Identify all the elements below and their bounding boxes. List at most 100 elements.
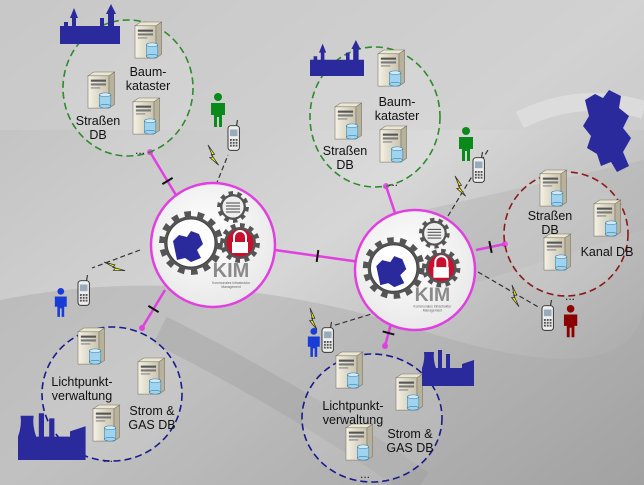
link-tick <box>147 305 160 313</box>
more-dots: ... <box>360 467 370 481</box>
lightning-bolt-icon <box>454 175 466 197</box>
mobile-phone-icon <box>472 151 485 183</box>
server-icon <box>132 97 161 135</box>
kim-title: KIM <box>213 260 250 282</box>
database-icon <box>407 394 420 411</box>
server-icon <box>77 327 106 365</box>
lock-icon <box>233 230 247 242</box>
database-icon <box>347 372 360 389</box>
server-icon <box>543 233 572 271</box>
database-icon <box>149 378 162 395</box>
server-icon <box>92 404 121 442</box>
kim-subtitle: Kommunales Infrastruktur <box>414 305 453 309</box>
link-tick <box>382 330 395 336</box>
database-icon <box>389 70 402 87</box>
lock-icon <box>232 242 248 253</box>
castle-icon <box>60 4 120 44</box>
wireless-link <box>91 249 141 269</box>
link-tick <box>315 249 320 263</box>
decorative-icons <box>18 4 631 460</box>
server-icon <box>134 21 163 59</box>
label-strassen-db: Straßen <box>323 144 368 158</box>
lock-icon <box>433 267 449 278</box>
person-icon <box>307 328 320 357</box>
link-endpoint <box>382 343 388 349</box>
database-icon <box>89 348 102 365</box>
server-icon <box>395 373 424 411</box>
server-icon <box>379 125 408 163</box>
database-icon <box>391 146 404 163</box>
kim-subtitle: Management <box>423 309 442 313</box>
factory-icon <box>18 413 86 460</box>
database-icon <box>146 42 159 59</box>
region-map-icon <box>173 231 203 262</box>
kim-subtitle: Management <box>221 285 240 289</box>
link-tick <box>488 240 493 254</box>
database-icon <box>605 220 618 237</box>
database-icon <box>357 444 370 461</box>
link-endpoint <box>502 241 508 247</box>
person-icon <box>211 93 225 127</box>
more-dots: ... <box>135 143 145 157</box>
more-dots: ... <box>565 289 575 303</box>
mobile-phone-icon <box>541 299 554 331</box>
label-kanal-db: Kanal DB <box>581 245 634 259</box>
label-strassen-db: Straßen <box>528 209 573 223</box>
server-icon <box>539 169 568 207</box>
label-strom-gas-db: GAS DB <box>128 418 175 432</box>
database-icon <box>555 254 568 271</box>
lightning-bolt-icon <box>207 144 219 166</box>
mobile-phone-icon <box>227 119 240 151</box>
kim-title: KIM <box>415 284 451 306</box>
database-icon <box>99 92 112 109</box>
label-baumkataster: kataster <box>126 79 170 93</box>
castle-icon <box>310 40 364 76</box>
label-strom-gas-db: Strom & <box>387 427 433 441</box>
label-lichtpunktverwaltung: Lichtpunkt- <box>51 375 112 389</box>
database-icon <box>144 118 157 135</box>
person-icon <box>54 288 67 317</box>
server-icon <box>334 102 363 140</box>
lock-icon <box>434 255 449 268</box>
wireless-link <box>331 311 379 327</box>
label-baumkataster: Baum- <box>130 65 167 79</box>
cluster-top-mid <box>309 46 441 188</box>
server-icon <box>137 357 166 395</box>
server-icon <box>87 71 116 109</box>
region-map-icon <box>583 90 631 172</box>
database-clusters: Baum-katasterStraßenDB...Baum-katasterSt… <box>41 19 634 483</box>
label-strassen-db: DB <box>541 223 558 237</box>
label-strassen-db: DB <box>336 158 353 172</box>
person-icon <box>563 305 578 338</box>
label-lichtpunktverwaltung: Lichtpunkt- <box>322 399 383 413</box>
label-baumkataster: Baum- <box>379 95 416 109</box>
label-strassen-db: DB <box>89 128 106 142</box>
wireless-link <box>477 271 541 309</box>
label-strom-gas-db: GAS DB <box>386 441 433 455</box>
server-icon <box>377 49 406 87</box>
mobile-phone-icon <box>321 321 334 353</box>
factory-icon <box>422 350 474 386</box>
lightning-bolt-icon <box>308 307 318 330</box>
more-dots: ... <box>388 175 398 189</box>
server-icon <box>335 351 364 389</box>
label-strom-gas-db: Strom & <box>129 404 175 418</box>
mobile-phone-icon <box>77 274 90 306</box>
label-baumkataster: kataster <box>375 109 419 123</box>
link-tick <box>161 177 174 185</box>
region-map-icon <box>376 256 407 288</box>
lightning-bolt-icon <box>510 284 520 307</box>
server-icon <box>345 423 374 461</box>
person-icon <box>459 127 473 161</box>
more-dots: ... <box>103 451 113 465</box>
database-icon <box>551 190 564 207</box>
server-icon <box>593 199 622 237</box>
database-icon <box>346 123 359 140</box>
database-icon <box>104 425 117 442</box>
kim-subtitle: Kommunales Infrastruktur <box>212 281 251 285</box>
label-lichtpunktverwaltung: verwaltung <box>323 413 383 427</box>
